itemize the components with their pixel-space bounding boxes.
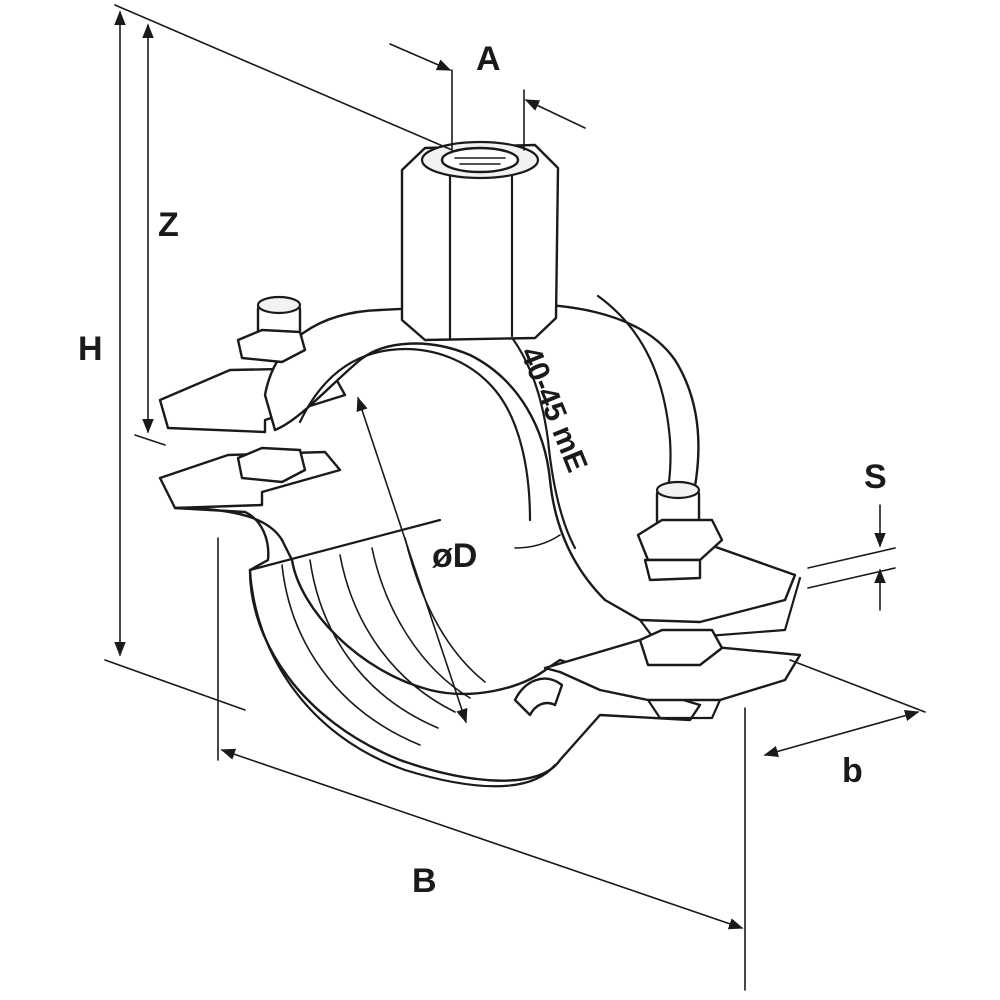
rubber-end-tab bbox=[513, 677, 564, 717]
bottom-extension-line bbox=[104, 659, 246, 711]
nut-ul-lower bbox=[236, 446, 307, 484]
dim-arrow-A-right bbox=[524, 99, 586, 129]
washer-r bbox=[643, 558, 702, 582]
dimension-labels: A Z H S øD b B bbox=[78, 40, 887, 900]
nut-r-lower bbox=[638, 628, 724, 667]
label-S: S bbox=[864, 458, 887, 496]
bolt-tip-r bbox=[655, 480, 701, 500]
b-extension-line bbox=[789, 659, 926, 713]
threaded-boss bbox=[400, 140, 560, 342]
dimension-lines bbox=[104, 4, 926, 991]
s-extension-bottom bbox=[807, 567, 896, 589]
lower-right-flange-edge bbox=[646, 698, 722, 720]
band-tab bbox=[514, 534, 561, 549]
top-extension-line bbox=[114, 4, 453, 151]
lower-rib-2 bbox=[281, 564, 421, 746]
dim-line-b bbox=[763, 709, 920, 758]
label-Z: Z bbox=[158, 206, 179, 244]
label-B: B bbox=[412, 862, 437, 900]
s-extension-top bbox=[807, 547, 896, 569]
dim-arrow-A-left bbox=[389, 43, 452, 71]
threaded-hole bbox=[440, 146, 520, 174]
dim-line-diameter bbox=[356, 396, 468, 724]
bolt-upper-left bbox=[236, 295, 307, 484]
bolt-right bbox=[636, 480, 724, 667]
z-extension-line bbox=[134, 434, 166, 446]
upper-right-flange-edge bbox=[638, 576, 802, 642]
thread-lines bbox=[454, 157, 506, 165]
label-H: H bbox=[78, 330, 103, 368]
bolt-tip-ul bbox=[256, 295, 302, 315]
label-A: A bbox=[476, 40, 501, 78]
lower-clamp-half bbox=[158, 450, 802, 788]
dim-line-B bbox=[220, 748, 744, 930]
upper-band-inner-edge bbox=[298, 348, 532, 522]
label-diameter: øD bbox=[432, 537, 477, 575]
label-b: b bbox=[842, 752, 863, 790]
nut-ul bbox=[236, 328, 307, 364]
